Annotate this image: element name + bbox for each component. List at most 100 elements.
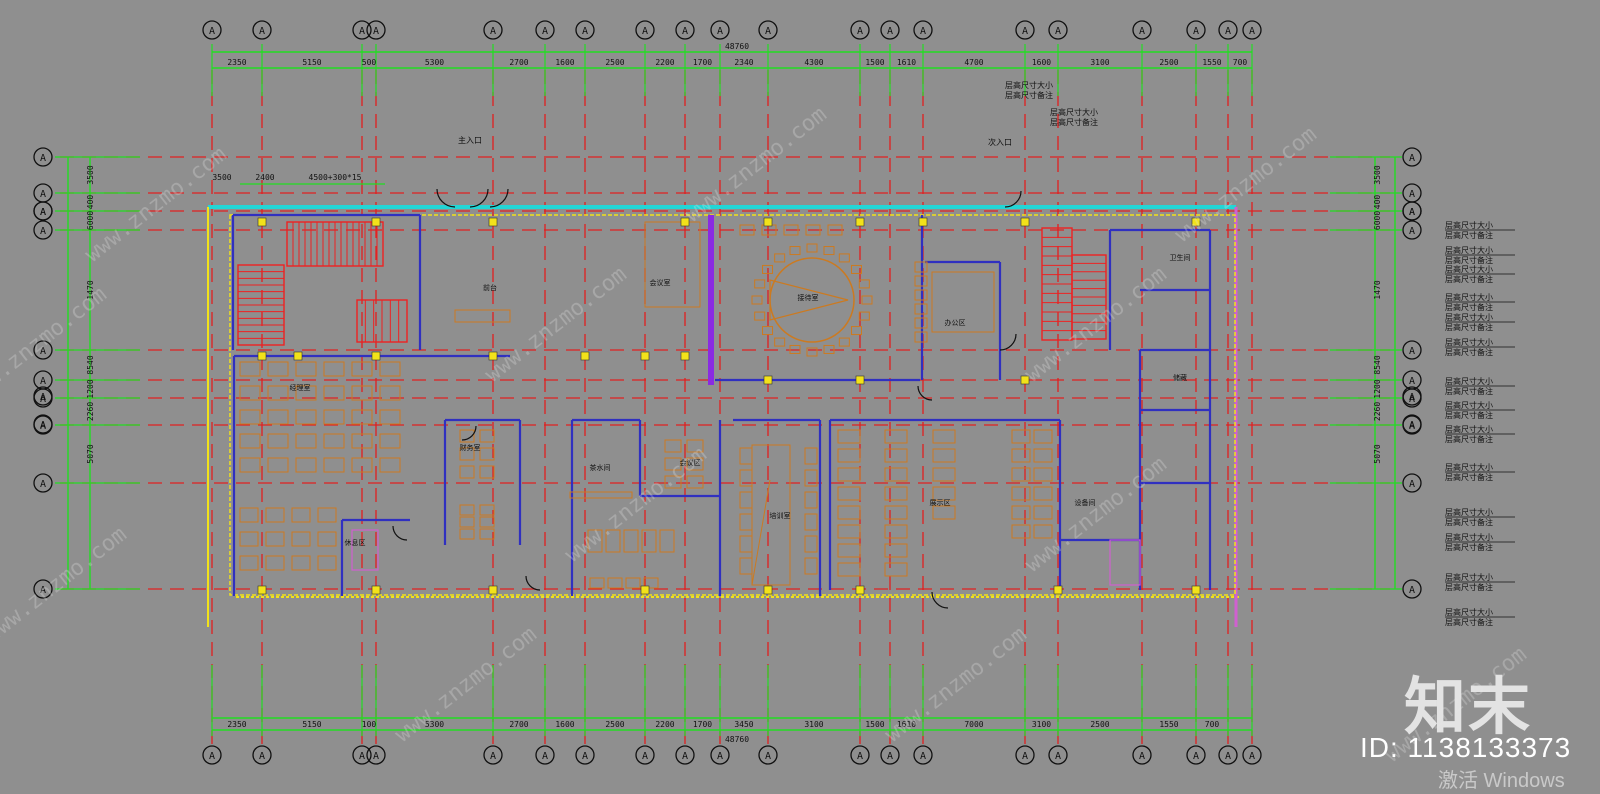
dim-text-bottom: 2500 xyxy=(605,720,624,729)
dim-text-top: 700 xyxy=(1233,58,1248,67)
room-label: 会议室 xyxy=(650,278,671,287)
dim-text-top: 2350 xyxy=(227,58,246,67)
chair-row xyxy=(837,543,861,558)
office-desk-b xyxy=(317,531,337,547)
chair-row xyxy=(837,486,861,501)
grid-bubble-top xyxy=(535,20,555,40)
dim-text-bottom: 3100 xyxy=(1032,720,1051,729)
note-label: 层高尺寸大小 xyxy=(1445,572,1493,582)
chair-side xyxy=(914,303,928,315)
grid-bubble-bottom-label: A xyxy=(209,751,215,762)
office-chair xyxy=(459,465,475,479)
grid-bubble-bottom-label: A xyxy=(642,751,648,762)
dim-note-2: 4500+300*15 xyxy=(309,173,362,182)
dim-text-bottom: 5150 xyxy=(302,720,321,729)
grid-bubble-bottom xyxy=(202,745,222,765)
door-swing xyxy=(436,188,456,208)
office-desk xyxy=(239,457,261,473)
note-label: 层高尺寸备注 xyxy=(1445,410,1493,420)
chair-row xyxy=(837,467,861,482)
round-table-chair xyxy=(789,344,801,354)
dim-text-top: 5150 xyxy=(302,58,321,67)
long-table-chair xyxy=(739,535,753,553)
grid-bubble-right-label: A xyxy=(1409,207,1415,218)
column-marker xyxy=(680,351,690,361)
office-desk-b xyxy=(239,507,259,523)
bench-seat-b xyxy=(625,577,641,589)
watermark-logo: 知末 xyxy=(1404,670,1533,743)
column-marker xyxy=(855,217,865,227)
dim-text-top: 1600 xyxy=(1032,58,1051,67)
dim-text-bottom: 2500 xyxy=(1090,720,1109,729)
grid-bubble-top xyxy=(1186,20,1206,40)
grid-bubble-bottom xyxy=(758,745,778,765)
sofa-pink xyxy=(351,529,379,571)
note-label: 层高尺寸大小 xyxy=(1445,400,1493,410)
grid-bubble-top-label: A xyxy=(542,26,548,37)
grid-bubble-top-label: A xyxy=(1193,26,1199,37)
dim-text-bottom: 1700 xyxy=(693,720,712,729)
column-marker xyxy=(1020,217,1030,227)
office-desk xyxy=(267,457,289,473)
round-table-chair xyxy=(850,326,862,336)
column-marker xyxy=(680,217,690,227)
entrance-label-left: 主入口 xyxy=(458,135,482,145)
grid-bubble-right xyxy=(1402,340,1422,360)
grid-bubble-bottom xyxy=(1048,745,1068,765)
office-desk-b xyxy=(291,507,311,523)
grid-bubble-extra xyxy=(33,414,53,434)
grid-bubble-top xyxy=(880,20,900,40)
grid-bubble-extra xyxy=(1402,386,1422,406)
grid-bubble-bottom-label: A xyxy=(1022,751,1028,762)
grid-bubble-extra-label: A xyxy=(40,420,46,431)
chair-row xyxy=(1033,486,1053,501)
room-label: 经理室 xyxy=(290,383,311,392)
grid-bubble-left-label: A xyxy=(40,207,46,218)
column-marker xyxy=(1053,585,1063,595)
grid-bubble-left-label: A xyxy=(40,421,46,432)
office-desk-b xyxy=(265,555,285,571)
room-label: 会议区 xyxy=(680,458,701,467)
grid-bubble-bottom xyxy=(675,745,695,765)
door-swing xyxy=(931,591,949,609)
accent-wall xyxy=(708,215,714,385)
grid-bubble-top-label: A xyxy=(373,26,379,37)
grid-bubble-extra-label: A xyxy=(40,392,46,403)
grid-bubble-bottom-label: A xyxy=(887,751,893,762)
office-chair-b xyxy=(479,516,495,528)
office-desk xyxy=(351,385,373,401)
dim-text-top: 1550 xyxy=(1202,58,1221,67)
grid-bubble-top-label: A xyxy=(1225,26,1231,37)
grid-bubble-top xyxy=(1218,20,1238,40)
note-label: 层高尺寸备注 xyxy=(1445,434,1493,444)
bench-seat xyxy=(587,529,603,553)
grid-bubble-bottom-label: A xyxy=(542,751,548,762)
grid-bubble-bottom xyxy=(880,745,900,765)
grid-bubble-right xyxy=(1402,579,1422,599)
grid-bubble-left-label: A xyxy=(40,479,46,490)
dim-text-bottom: 2700 xyxy=(509,720,528,729)
office-desk xyxy=(239,385,261,401)
activate-windows-text: 激活 Windows xyxy=(1438,770,1565,792)
dim-text-bottom: 1600 xyxy=(555,720,574,729)
grid-bubble-bottom xyxy=(483,745,503,765)
room-label: 休息区 xyxy=(345,538,366,547)
chair-row xyxy=(1011,486,1031,501)
chair-row xyxy=(932,429,956,444)
column-marker xyxy=(580,351,590,361)
room-label: 培训室 xyxy=(770,511,791,520)
grid-bubble-top xyxy=(483,20,503,40)
chair-row xyxy=(884,543,908,558)
grid-bubble-extra xyxy=(1402,414,1422,434)
grid-bubble-bottom xyxy=(535,745,555,765)
office-chair-b xyxy=(459,528,475,540)
note-label: 层高尺寸大小 xyxy=(1445,532,1493,542)
long-table-chair xyxy=(804,491,818,509)
chair-row xyxy=(1011,467,1031,482)
room-label: 接待室 xyxy=(798,293,819,302)
chair-row xyxy=(1033,429,1053,444)
office-desk-b xyxy=(291,555,311,571)
chair-row xyxy=(884,505,908,520)
grid-bubble-bottom xyxy=(1132,745,1152,765)
